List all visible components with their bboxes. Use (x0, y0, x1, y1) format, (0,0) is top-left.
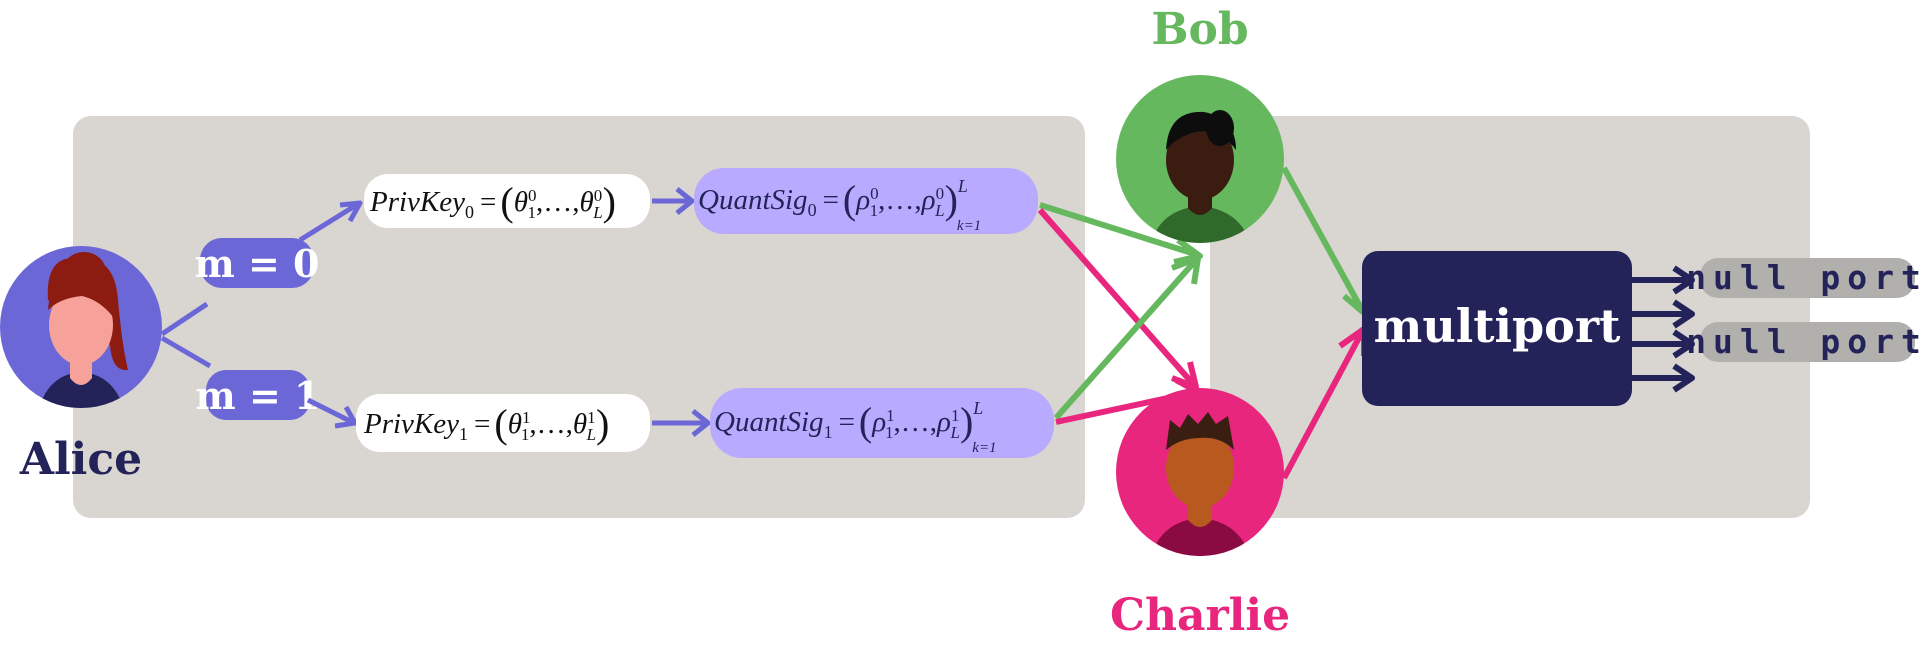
privkey-1-pill (356, 394, 650, 452)
arrow-alice-m0 (160, 301, 209, 337)
multiport-box (1362, 251, 1632, 406)
quantsig-1-pill (710, 388, 1054, 458)
null-port-label-1: null port (1686, 258, 1920, 297)
bob-label: Bob (1151, 4, 1248, 55)
arrow-m1-key1 (306, 397, 358, 429)
arrow-key1-sig1 (652, 409, 711, 437)
output-arrows (1632, 265, 1695, 393)
arrow-m0-key0 (298, 200, 363, 243)
charlie-avatar (1116, 388, 1284, 556)
null-port-pill-1 (1700, 258, 1915, 298)
bob-avatar (1116, 75, 1284, 243)
alice-avatar (0, 246, 162, 408)
message-m1-pill (206, 370, 310, 420)
multiport-label: multiport (1374, 299, 1621, 353)
null-port-label-2: null port (1686, 322, 1920, 361)
charlie-label: Charlie (1110, 590, 1290, 641)
message-m0-label: m = 0 (195, 241, 320, 286)
privkey-0-pill (364, 174, 650, 228)
arrow-alice-m1 (160, 335, 212, 369)
message-m1-label: m = 1 (196, 373, 321, 418)
arrow-sig1-bob (1053, 255, 1201, 420)
quantsig-0-pill (694, 168, 1038, 234)
arrow-key0-sig0 (652, 187, 695, 215)
null-port-pill-2 (1700, 322, 1915, 362)
message-m0-pill (200, 238, 314, 288)
alice-label: Alice (19, 434, 142, 485)
